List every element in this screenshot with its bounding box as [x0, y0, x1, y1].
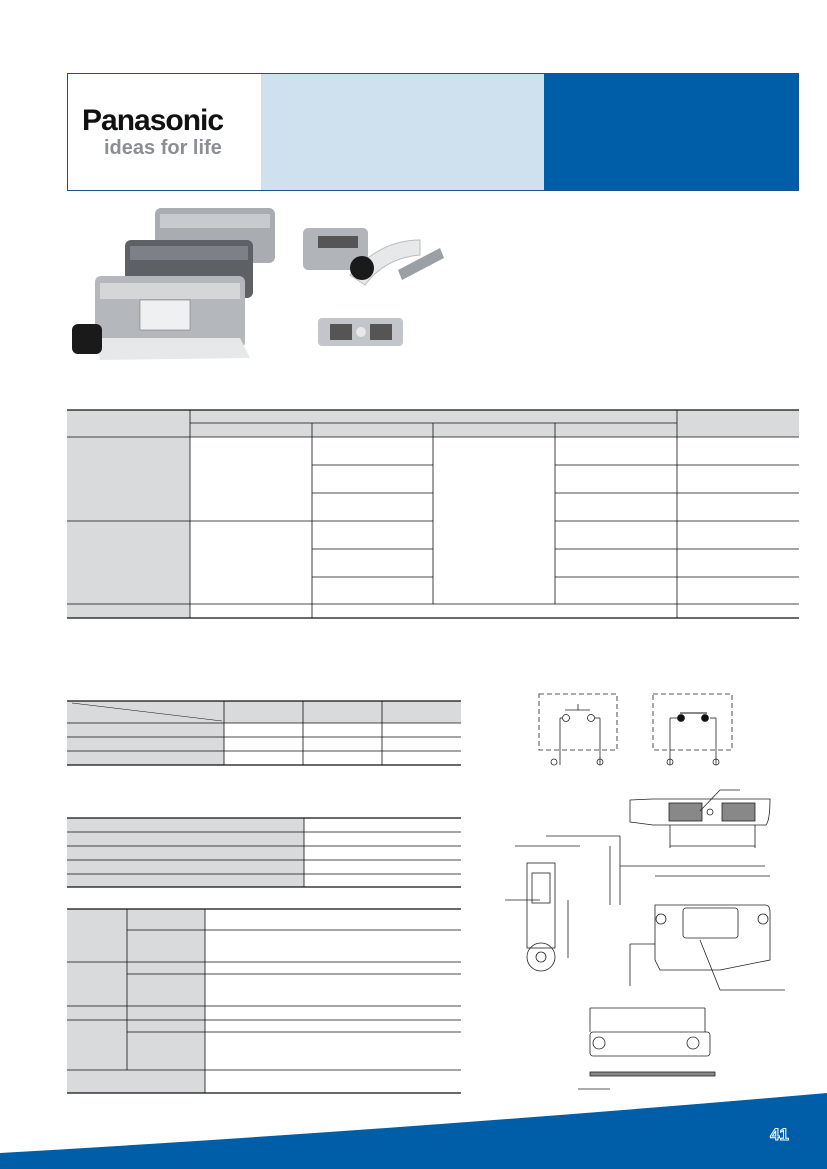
- page-number: 41: [770, 1125, 790, 1145]
- product-photo-actuator: [303, 228, 444, 346]
- logo-tagline: ideas for life: [104, 137, 222, 159]
- dimension-drawing-top: [629, 789, 771, 848]
- circuit-diagram-no: [538, 693, 618, 766]
- footer-wave: [0, 1093, 827, 1169]
- circuit-diagram-nc: [652, 693, 733, 766]
- dimension-drawing-front: [546, 835, 785, 991]
- product-photo-main: [72, 208, 275, 360]
- header-title-band: [261, 74, 544, 190]
- panasonic-logo: Panasonic ideas for life: [68, 74, 261, 190]
- dimension-drawing-magnet: [578, 1007, 716, 1090]
- page-header: Panasonic ideas for life: [67, 73, 799, 191]
- logo-brand: Panasonic: [82, 104, 224, 137]
- dimension-drawing-side: [505, 845, 580, 972]
- header-category-band: [544, 74, 798, 190]
